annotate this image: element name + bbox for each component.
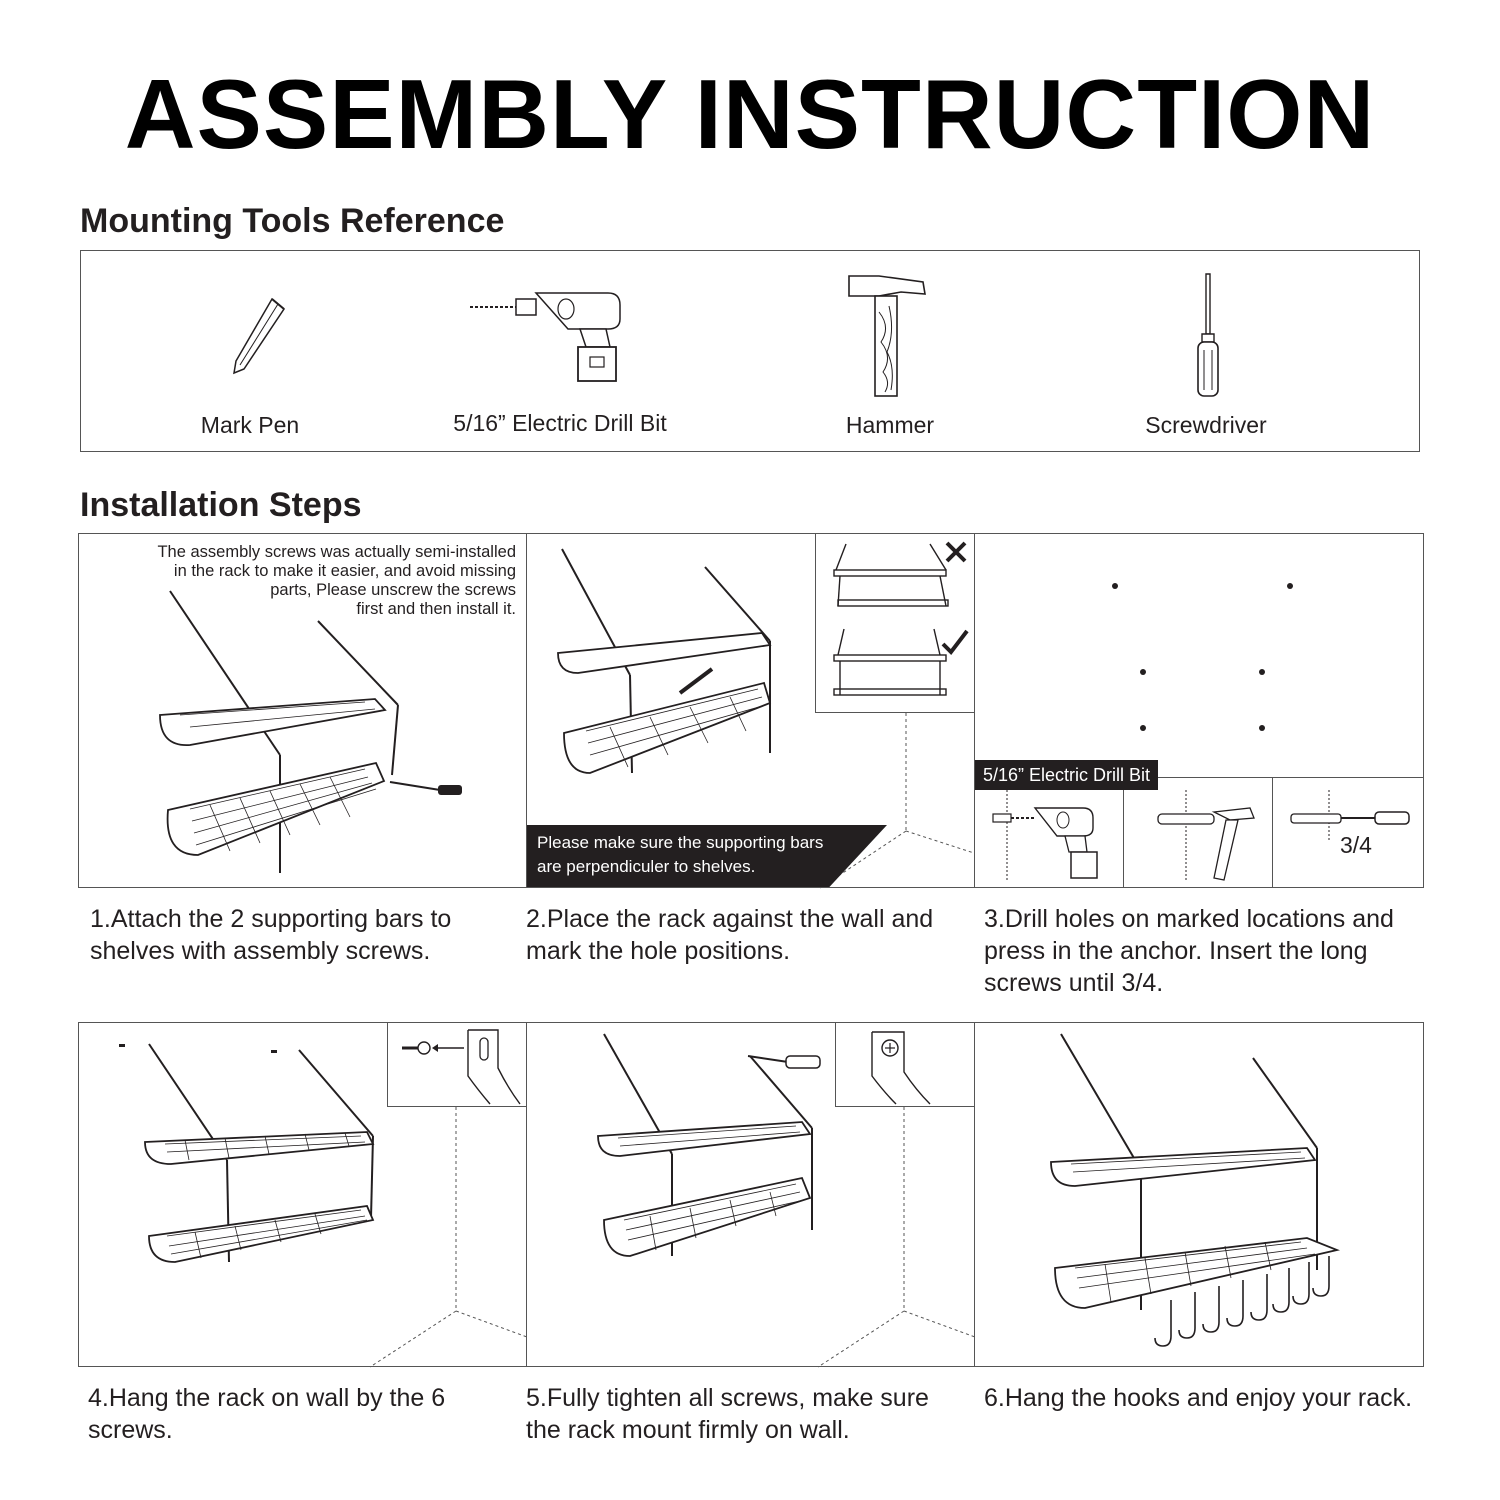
step-3-divider: [975, 777, 1423, 778]
steps-heading: Installation Steps: [80, 486, 362, 524]
hammer-anchor-icon: [1157, 790, 1255, 882]
drill-into-wall-icon: [992, 790, 1098, 882]
perpendicular-inset: [815, 533, 975, 713]
step-6-panel: [974, 1022, 1424, 1367]
step-4-caption: 4.Hang the rack on wall by the 6 screws.: [88, 1384, 446, 1444]
tightened-screw-inset: [835, 1022, 975, 1107]
step-2-caption: 2.Place the rack against the wall and ma…: [526, 905, 934, 965]
incorrect-rack-inset: [833, 543, 949, 607]
step-3-divider-b: [1272, 777, 1273, 887]
tools-panel: [80, 250, 1420, 452]
step-6-caption: 6.Hang the hooks and enjoy your rack.: [984, 1384, 1413, 1412]
rack-with-hooks-illustration: [1050, 1033, 1341, 1347]
wall-corner-lines-5: [817, 1107, 976, 1368]
wall-corner-lines-4: [369, 1107, 528, 1368]
tool-label-hammer: Hammer: [845, 412, 935, 438]
tightened-screw-icon: [871, 1031, 931, 1105]
hammer-icon: [848, 275, 926, 397]
perpendicular-warning: Please make sure the supporting bars are…: [527, 825, 887, 887]
screwdriver-icon: [1197, 273, 1219, 397]
screw-into-slot-icon: [402, 1029, 521, 1105]
cross-mark-icon: [945, 541, 967, 563]
tools-heading: Mounting Tools Reference: [80, 202, 505, 240]
rack-hanging-illustration: [119, 1043, 375, 1263]
step-5-caption: 5.Fully tighten all screws, make sure th…: [526, 1384, 929, 1444]
drill-icon: [470, 292, 621, 382]
drill-bit-tag: 5/16” Electric Drill Bit: [975, 760, 1159, 790]
semi-installed-note: The assembly screws was actually semi-in…: [157, 543, 516, 618]
step-1-caption: 1.Attach the 2 supporting bars to shelve…: [90, 905, 452, 965]
hole-marks: [1112, 583, 1293, 731]
page-title: ASSEMBLY INSTRUCTION: [124, 59, 1376, 169]
step-3-caption: 3.Drill holes on marked locations and pr…: [984, 905, 1394, 997]
rack-on-wall-illustration: [557, 548, 772, 774]
correct-rack-inset: [833, 628, 947, 696]
tool-label-pen: Mark Pen: [200, 412, 300, 438]
pen-icon: [233, 297, 285, 375]
rack-parts-illustration: [159, 590, 462, 873]
screwdriver-anchor-icon: [1290, 790, 1410, 840]
step-3-panel: [974, 533, 1424, 888]
wall-corner-lines: [819, 713, 975, 889]
screw-hang-inset: [387, 1022, 527, 1107]
tool-label-drill: 5/16” Electric Drill Bit: [453, 410, 667, 436]
three-quarter-label: 3/4: [1340, 832, 1372, 858]
check-mark-icon: [941, 629, 969, 656]
step-3-divider-a: [1123, 777, 1124, 887]
rack-tighten-illustration: [597, 1033, 821, 1257]
tool-label-screwdriver: Screwdriver: [1145, 412, 1267, 438]
